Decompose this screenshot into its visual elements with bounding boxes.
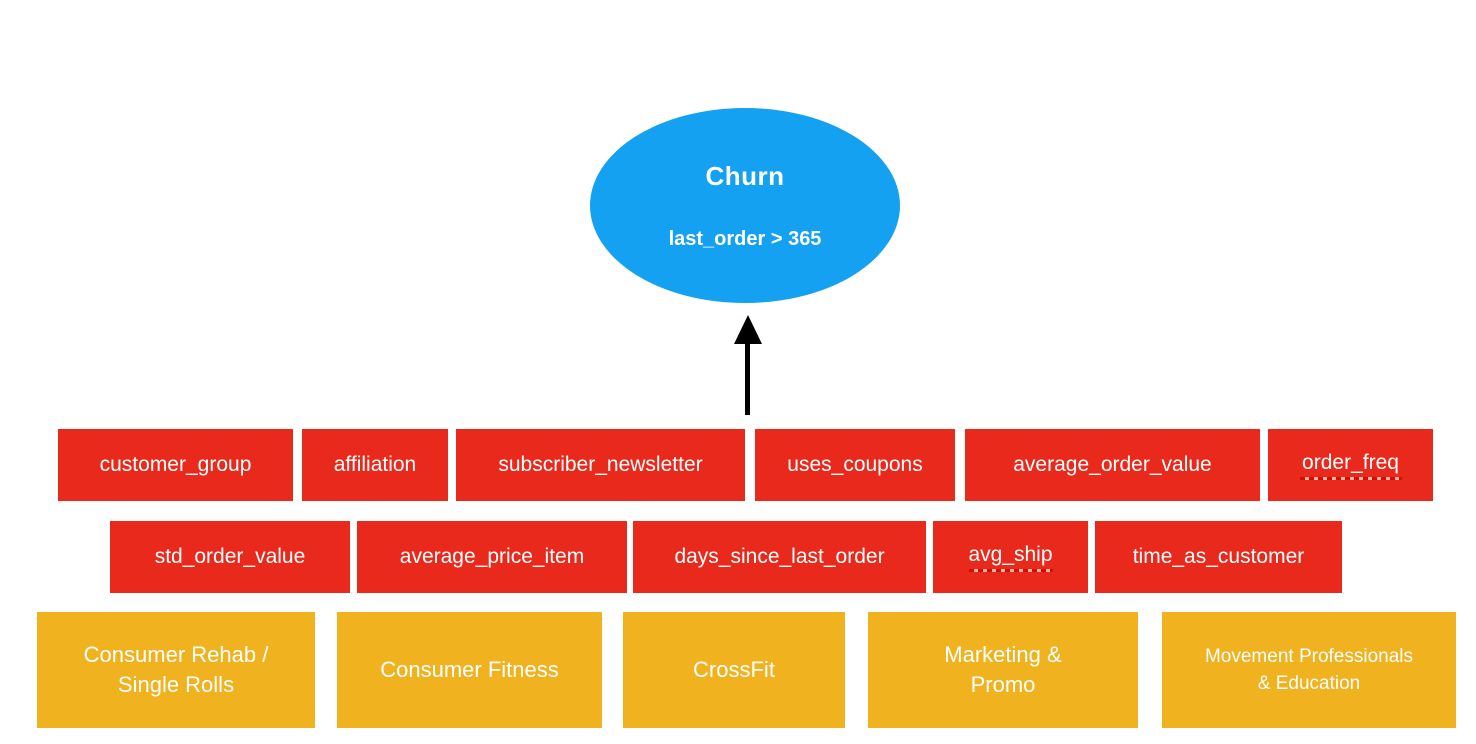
arrow-up-head (734, 315, 762, 344)
feature-box-order-freq: order_freq (1268, 429, 1433, 501)
feature-label: avg_ship (968, 542, 1053, 566)
feature-label: affiliation (333, 453, 417, 476)
feature-box-affiliation: affiliation (302, 429, 448, 501)
group-label: Marketing & Promo (944, 640, 1061, 700)
feature-box-std-order-value: std_order_value (110, 521, 350, 593)
group-box-movement-professionals-education: Movement Professionals & Education (1162, 612, 1456, 728)
group-label-line: Promo (970, 672, 1036, 697)
group-label-line: Movement Professionals (1204, 646, 1414, 667)
group-box-crossfit: CrossFit (623, 612, 845, 728)
arrow-up-line (745, 341, 750, 415)
feature-label: std_order_value (154, 545, 306, 568)
group-box-consumer-fitness: Consumer Fitness (337, 612, 602, 728)
group-label: Consumer Fitness (380, 655, 559, 685)
group-label-line: CrossFit (693, 657, 775, 682)
group-label-line: Single Rolls (117, 672, 235, 697)
feature-label: days_since_last_order (674, 545, 885, 568)
churn-node-condition: last_order > 365 (668, 227, 822, 250)
feature-box-subscriber-newsletter: subscriber_newsletter (456, 429, 745, 501)
feature-box-customer-group: customer_group (58, 429, 293, 501)
feature-label-wrap: avg_ship (968, 542, 1053, 572)
spellcheck-underline (1299, 476, 1402, 480)
group-label-line: Marketing & (944, 642, 1062, 667)
feature-label: subscriber_newsletter (498, 453, 703, 476)
feature-label: uses_coupons (787, 453, 923, 476)
feature-label-wrap: order_freq (1299, 450, 1402, 480)
group-label: Movement Professionals & Education (1205, 643, 1413, 697)
group-label-line: Consumer Rehab / (83, 642, 269, 667)
group-label: CrossFit (693, 655, 775, 685)
feature-box-uses-coupons: uses_coupons (755, 429, 955, 501)
churn-root-node: Churn last_order > 365 (590, 108, 900, 303)
feature-label: average_order_value (1013, 453, 1212, 476)
feature-label: average_price_item (399, 545, 585, 568)
group-label-line: Consumer Fitness (380, 657, 559, 682)
group-box-marketing-promo: Marketing & Promo (868, 612, 1138, 728)
feature-box-average-order-value: average_order_value (965, 429, 1260, 501)
feature-box-avg-ship: avg_ship (933, 521, 1088, 593)
group-box-consumer-rehab-single-rolls: Consumer Rehab / Single Rolls (37, 612, 315, 728)
feature-box-days-since-last-order: days_since_last_order (633, 521, 926, 593)
group-label-line: & Education (1257, 673, 1361, 694)
feature-box-time-as-customer: time_as_customer (1095, 521, 1342, 593)
feature-label: order_freq (1302, 450, 1399, 474)
feature-box-average-price-item: average_price_item (357, 521, 627, 593)
churn-node-title: Churn (705, 160, 785, 191)
group-label: Consumer Rehab / Single Rolls (84, 640, 269, 700)
feature-label: customer_group (99, 453, 252, 476)
spellcheck-underline (968, 568, 1053, 572)
feature-label: time_as_customer (1132, 545, 1305, 568)
